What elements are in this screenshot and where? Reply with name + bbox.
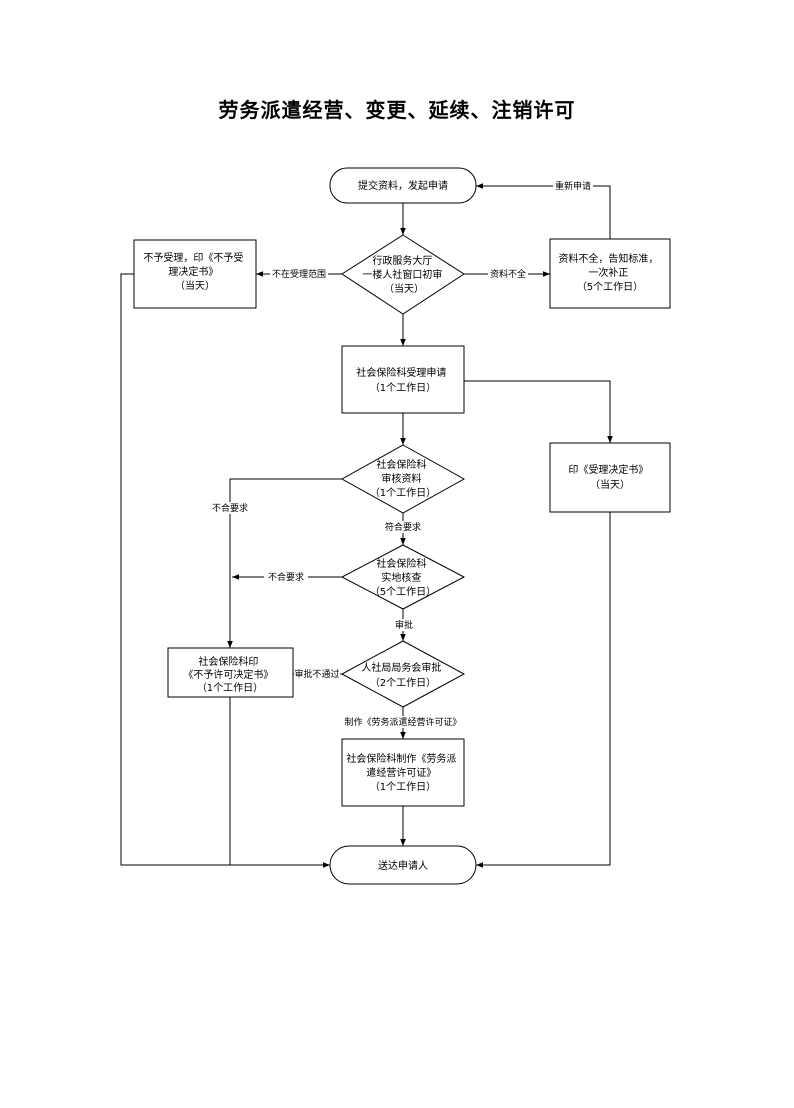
node-no-permit-text: 社会保险科印 《不予许可决定书》 （1个工作日） (183, 655, 276, 694)
node-site-check (340, 544, 466, 610)
edge-docreview-to-nopermit (227, 478, 342, 648)
edge-label-make: 制作《劳务派遣经营许可证》 (344, 716, 461, 728)
node-initial-review (341, 234, 465, 315)
edge-label-resubmit: 重新申请 (555, 180, 591, 192)
edge-label-not-approved: 审批不通过 (294, 668, 339, 680)
node-bureau-review (340, 640, 466, 708)
node-deliver-text: 送达申请人 (378, 859, 428, 872)
edge-incomplete-to-submit (476, 183, 611, 239)
node-accept-text: 社会保险科受理申请 （1个工作日） (356, 366, 449, 394)
page-title: 劳务派遣经营、变更、延续、注销许可 (218, 98, 576, 122)
node-make-license (341, 738, 465, 807)
node-accept-notice-text: 印《受理决定书》 （当天） (568, 463, 651, 491)
node-bureau-review-text: 人社局局务会审批 （2个工作日） (361, 661, 444, 689)
node-submit-text: 提交资料，发起申请 (358, 179, 448, 192)
node-reject (133, 239, 257, 309)
node-incomplete (549, 238, 671, 309)
node-incomplete-text: 资料不全，告知标准， 一次补正 （5个工作日） (558, 252, 661, 293)
node-deliver (329, 845, 477, 885)
edge-label-incomplete: 资料不全 (490, 268, 526, 280)
node-submit (329, 167, 477, 204)
node-accept (341, 345, 465, 414)
edge-reject-to-deliver (120, 273, 330, 868)
edge-label-approve: 审批 (395, 619, 413, 631)
edge-label-not-meet-1: 不合要求 (212, 502, 248, 514)
node-accept-notice (549, 442, 671, 513)
node-site-check-text: 社会保险科 实地核查 （5个工作日） (370, 557, 436, 598)
node-make-license-text: 社会保险科制作《劳务派 遣经营许可证》 （1个工作日） (346, 752, 459, 793)
edge-accept-to-notice (464, 380, 613, 443)
edge-label-out-of-scope: 不在受理范围 (272, 268, 326, 280)
node-initial-review-text: 行政服务大厅 一楼人社窗口初审 （当天） (362, 254, 445, 295)
edge-notice-to-deliver (476, 512, 611, 868)
node-reject-text: 不予受理，印《不予受 理决定书》 （当天） (143, 252, 246, 292)
node-no-permit (167, 647, 294, 698)
edge-label-not-meet-2: 不合要求 (268, 571, 304, 583)
edge-label-meets: 符合要求 (385, 521, 421, 533)
node-review-docs (340, 444, 466, 514)
node-review-docs-text: 社会保险科 审核资料 （1个工作日） (370, 458, 436, 499)
